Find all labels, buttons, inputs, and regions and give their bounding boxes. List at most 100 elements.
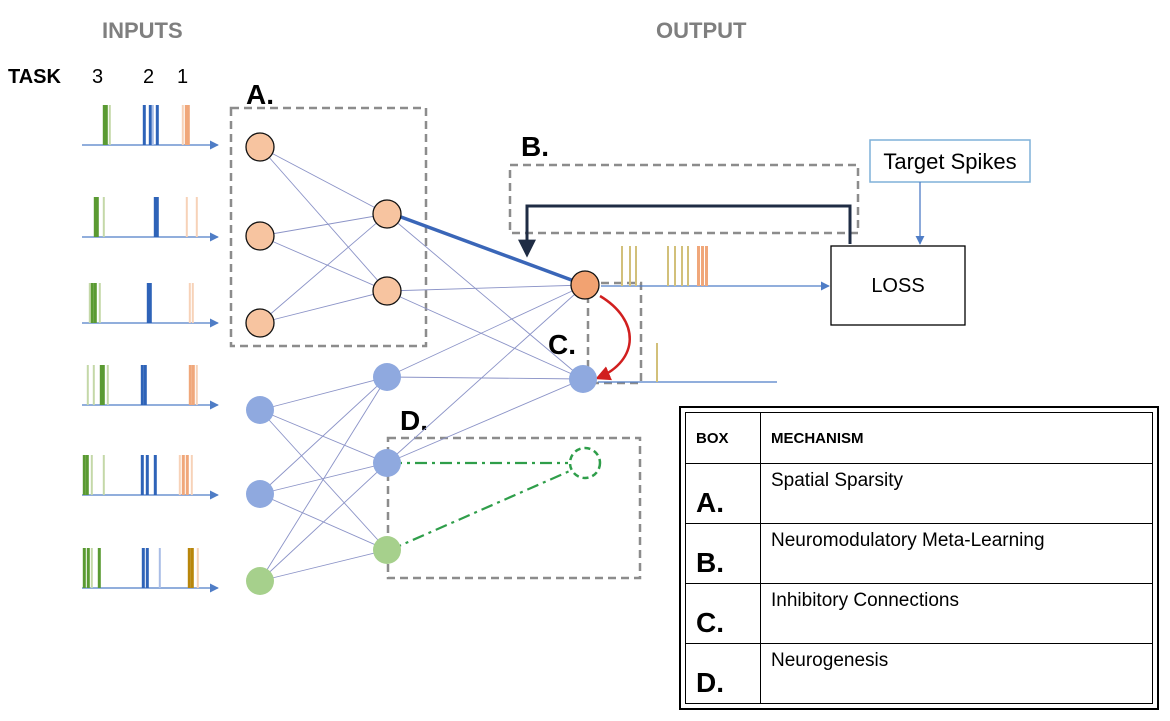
input-spike	[140, 365, 144, 405]
legend-key: A.	[685, 463, 761, 524]
input-spike	[155, 105, 159, 145]
input-spike	[86, 365, 89, 405]
output-spike	[656, 343, 658, 382]
input-spike	[145, 455, 149, 495]
input-spike	[195, 365, 198, 405]
input-spike-trains	[82, 105, 219, 593]
box-b-meta-learning	[508, 163, 860, 235]
output-spike	[697, 246, 700, 286]
box-a-label: A.	[246, 79, 274, 110]
box-d-neurogenesis	[386, 436, 642, 580]
connection-line	[386, 284, 586, 464]
input-spike	[151, 105, 154, 145]
box-b-label: B.	[521, 131, 549, 162]
input-spike	[153, 455, 157, 495]
input-spike	[90, 455, 93, 495]
input-spike	[158, 548, 161, 588]
neuron	[372, 276, 402, 306]
neuron	[246, 480, 274, 508]
connection-line	[386, 290, 584, 380]
input-spike	[153, 197, 157, 237]
legend-mechanism: Neurogenesis	[760, 643, 1153, 704]
input-spike	[142, 105, 146, 145]
output-spike	[705, 246, 708, 286]
input-spike	[92, 365, 95, 405]
neuron	[570, 270, 600, 300]
target-spikes-label: Target Spikes	[883, 149, 1016, 174]
connection-line	[386, 213, 584, 380]
neuron	[246, 396, 274, 424]
input-spike	[191, 365, 195, 405]
input-spike	[185, 455, 189, 495]
input-spike	[97, 548, 101, 588]
target-spikes-box	[869, 139, 1031, 183]
input-spike	[190, 455, 193, 495]
connection-line	[259, 549, 388, 582]
neuron	[245, 132, 275, 162]
input-spike	[95, 197, 99, 237]
input-spike	[145, 548, 149, 588]
input-spike	[93, 283, 97, 323]
input-spike	[93, 197, 97, 237]
legend-row: C. Inhibitory Connections	[685, 583, 1153, 644]
neurons	[245, 132, 602, 595]
strong-weight-connection	[400, 215, 586, 287]
connection-line	[259, 376, 388, 582]
connection-line	[259, 376, 388, 495]
output-spike	[621, 246, 623, 286]
input-spike	[82, 548, 86, 588]
connection-line	[259, 146, 388, 215]
input-spike	[191, 283, 194, 323]
legend-row: D. Neurogenesis	[685, 643, 1153, 704]
neuron	[373, 536, 401, 564]
input-spike	[148, 283, 152, 323]
output-spike	[687, 246, 689, 286]
legend-key: C.	[685, 583, 761, 644]
legend-row: B. Neuromodulatory Meta-Learning	[685, 523, 1153, 584]
box-d-label: D.	[400, 405, 428, 436]
output-spike	[635, 246, 637, 286]
connection-line	[259, 409, 388, 551]
output-spikes	[621, 246, 708, 382]
network-connections	[259, 146, 586, 582]
neurogenesis-connection-bottom	[389, 468, 573, 552]
output-spike	[667, 246, 669, 286]
input-spike	[90, 548, 93, 588]
output-spike	[701, 246, 704, 286]
input-spike	[102, 455, 105, 495]
inputs-header: INPUTS	[102, 18, 183, 43]
legend-key: D.	[685, 643, 761, 704]
input-spike	[141, 548, 145, 588]
input-spike	[155, 197, 159, 237]
neuron	[372, 199, 402, 229]
output-spike	[681, 246, 683, 286]
input-spike	[104, 105, 108, 145]
inhibitory-arrow	[595, 294, 631, 381]
input-spike	[146, 283, 150, 323]
input-spike	[178, 455, 181, 495]
input-spike	[148, 105, 152, 145]
feedback-loop-arrow	[518, 204, 852, 258]
task-2-label: 2	[143, 66, 154, 88]
box-c-label: C.	[548, 329, 576, 360]
output-spike	[629, 246, 631, 286]
loss-box	[830, 245, 966, 326]
legend-mechanism: Spatial Sparsity	[760, 463, 1153, 524]
connection-line	[259, 462, 388, 582]
connection-line	[386, 376, 584, 380]
loss-label: LOSS	[871, 275, 924, 297]
box-c-inhibitory	[586, 281, 643, 385]
input-spike	[196, 548, 199, 588]
input-spike	[85, 455, 89, 495]
connection-line	[259, 409, 388, 464]
input-spike	[99, 365, 103, 405]
input-spike	[143, 365, 147, 405]
connection-line	[386, 284, 586, 292]
legend-mechanism: Neuromodulatory Meta-Learning	[760, 523, 1153, 584]
input-spike	[186, 105, 190, 145]
connection-line	[259, 213, 388, 237]
input-spike	[86, 548, 90, 588]
neuron	[373, 363, 401, 391]
input-spike	[102, 105, 106, 145]
